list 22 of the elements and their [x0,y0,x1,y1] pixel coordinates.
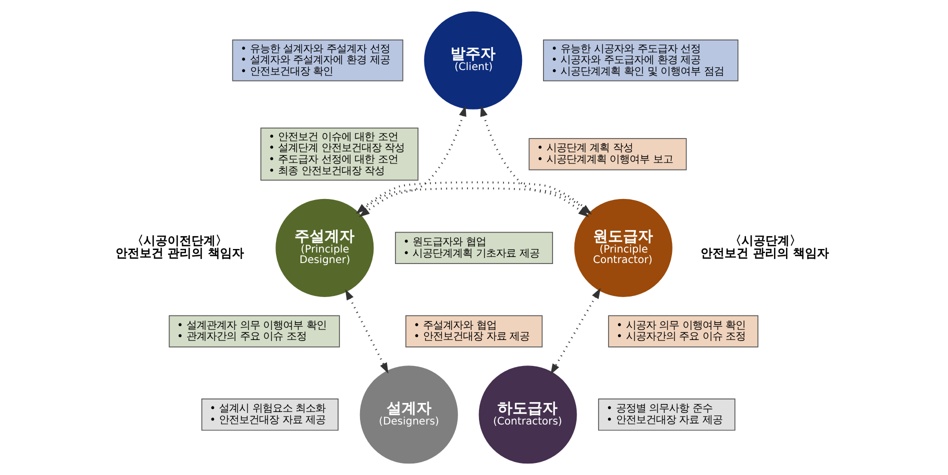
node-box: • 주설계자와 협업 • 안전보건대장 자료 제공 [405,315,543,348]
node-circle: 원도급자 (Principle Contractor) [574,198,672,297]
node-circle: 발주자 (Client) [424,11,522,110]
node-circle: 주설계자 (Principle Designer) [276,198,374,297]
label: 〈시공단계〉 안전보건 관리의 책임자 [700,234,830,260]
node-circle: 설계자 (Designers) [360,366,458,464]
arrow [550,288,601,375]
node-circle: 하도급자 (Contractors) [478,366,577,464]
node-box: • 유능한 설계자와 주설계자 선정 • 설계자와 주설계자에 환경 제공 • 안전보건대장 확인 [232,40,404,82]
arrow [345,289,388,374]
node-box: • 설계시 위험요소 최소화 • 안전보건대장 자료 제공 [201,398,339,431]
node-box: • 시공단계 계획 작성 • 시공단계계획 이행여부 보고 [528,138,687,170]
node-box: • 유능한 시공자와 주도급자 선정 • 시공자와 주도급자에 환경 제공 • 시공단계계획 확인 및 이행여부 점검 [543,40,738,82]
node-box: • 설계관계자 의무 이행여부 확인 • 관계자간의 주요 이슈 조정 [168,315,340,348]
node-box: • 공정별 의무사항 준수 • 안전보건대장 자료 제공 [598,398,736,431]
arrow [358,106,466,218]
node-box: • 원도급자와 협업 • 시공단계계획 기초자료 제공 [395,232,553,264]
arrow [356,181,590,214]
arrow [358,187,592,215]
node-box: • 시공자 의무 이행여부 확인 • 시공자간의 주요 이슈 조정 [608,315,758,348]
label: 〈시공이전단계〉 안전보건 관리의 책임자 [115,234,244,260]
node-box: • 안전보건 이슈에 대한 조언 • 설계단계 안전보건대장 작성 • 주도급자 선정에 대한 조언 • 최종 안전보건대장 작성 [260,128,418,181]
